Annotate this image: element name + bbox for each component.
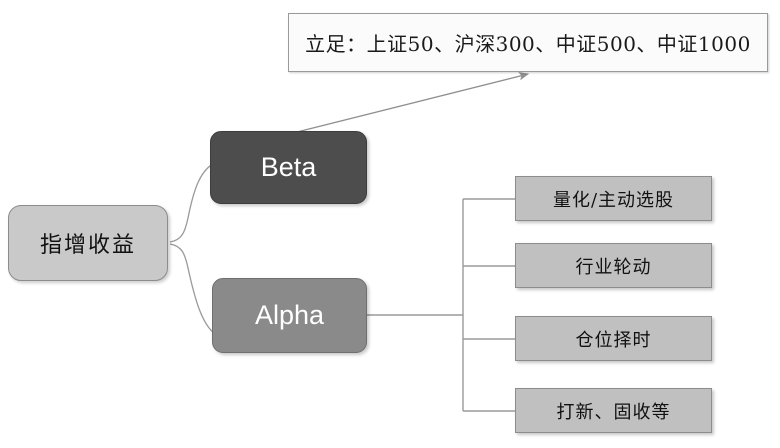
- callout-box-benchmarks: 立足：上证50、沪深300、中证500、中证1000: [288, 13, 768, 72]
- node-alpha: Alpha: [212, 278, 367, 353]
- node-leaf-label: 仓位择时: [575, 329, 652, 351]
- node-beta-label: Beta: [260, 152, 317, 182]
- node-leaf-quant-active-stock-selection: 量化/主动选股: [515, 176, 712, 221]
- callout-box-label: 立足：上证50、沪深300、中证500、中证1000: [305, 32, 751, 56]
- node-leaf-label: 打新、固收等: [556, 401, 671, 423]
- connector-beta-to-callout: [292, 72, 530, 134]
- node-beta: Beta: [210, 131, 367, 204]
- node-leaf-label: 行业轮动: [575, 256, 652, 278]
- connector-root-to-beta: [169, 163, 214, 243]
- connector-root-to-alpha: [169, 243, 216, 335]
- node-leaf-label: 量化/主动选股: [552, 189, 675, 211]
- node-leaf-position-timing: 仓位择时: [515, 316, 712, 361]
- node-root-index-enhanced-return: 指增收益: [8, 205, 168, 281]
- node-root-label: 指增收益: [39, 233, 136, 258]
- node-leaf-new-share-fixed-income: 打新、固收等: [515, 388, 712, 433]
- node-leaf-sector-rotation: 行业轮动: [515, 243, 712, 288]
- node-alpha-label: Alpha: [254, 300, 325, 330]
